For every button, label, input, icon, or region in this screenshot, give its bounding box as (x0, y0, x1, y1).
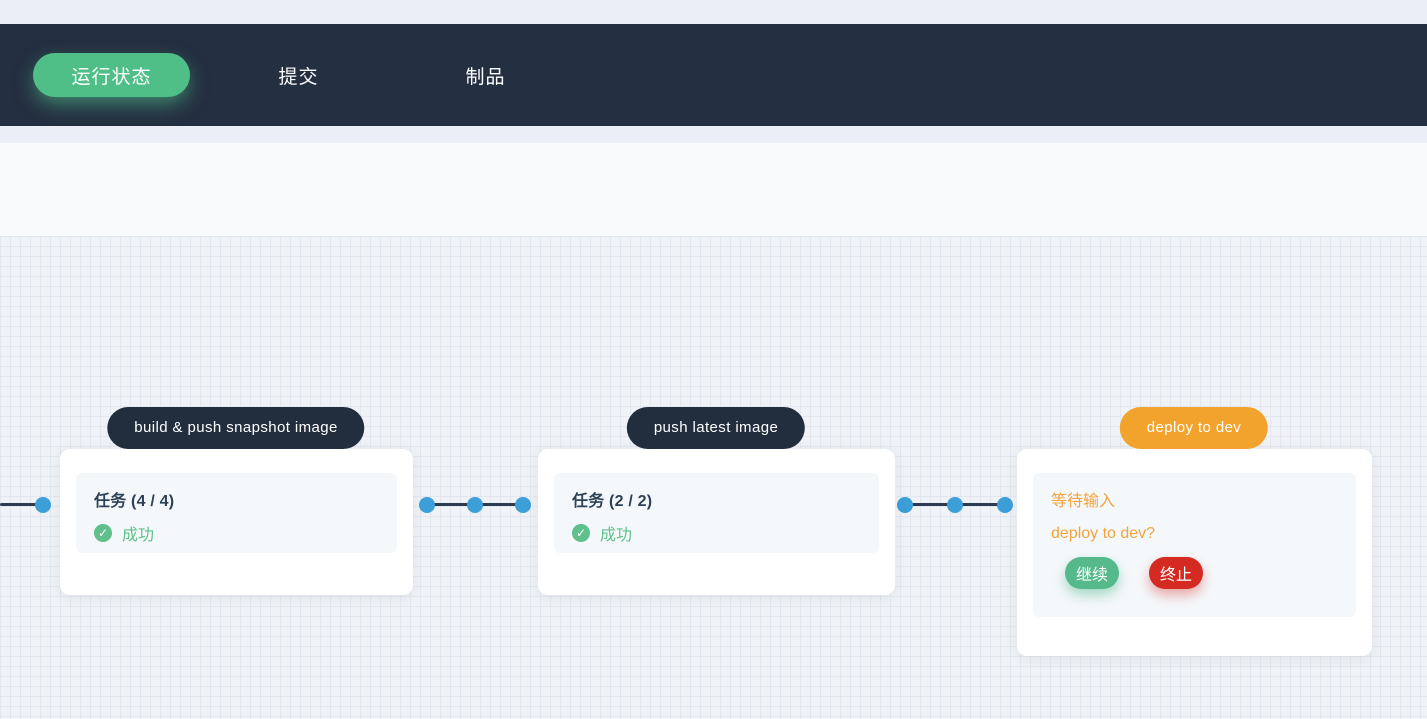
tab-artifacts[interactable]: 制品 (465, 66, 506, 88)
sub-strip (0, 126, 1427, 143)
toolbar-band (0, 143, 1427, 236)
connector-dot (947, 497, 963, 513)
status-text: 成功 (600, 527, 633, 544)
stage-name-label: push latest image (626, 407, 806, 449)
task-summary-panel[interactable]: 任务 (2 / 2) ✓ 成功 (554, 473, 879, 553)
stage-card-push-latest: 任务 (2 / 2) ✓ 成功 (538, 449, 895, 595)
connector-dot (35, 497, 51, 513)
tab-commits[interactable]: 提交 (278, 66, 319, 88)
stage-name-label: build & push snapshot image (107, 407, 365, 449)
status-row: ✓ 成功 (94, 521, 379, 545)
tab-run-status[interactable]: 运行状态 (33, 53, 190, 97)
task-count-title: 任务 (2 / 2) (572, 493, 653, 510)
pipeline-canvas: build & push snapshot image 任务 (4 / 4) ✓… (0, 236, 1427, 719)
connector-dot (897, 497, 913, 513)
connector-dot (419, 497, 435, 513)
task-count-title: 任务 (4 / 4) (94, 493, 175, 510)
reject-button[interactable]: 终止 (1149, 557, 1204, 589)
success-check-icon: ✓ (572, 524, 590, 542)
stage-name-label: deploy to dev (1119, 407, 1269, 449)
task-summary-panel[interactable]: 任务 (4 / 4) ✓ 成功 (76, 473, 397, 553)
top-strip (0, 0, 1427, 24)
stage-card-deploy-to-dev: 等待输入 deploy to dev? 继续 终止 (1017, 449, 1372, 656)
connector-line (0, 503, 44, 506)
approval-panel: 等待输入 deploy to dev? 继续 终止 (1033, 473, 1356, 617)
workflow-tabs-bar: 运行状态 提交 制品 (0, 24, 1427, 126)
approve-button[interactable]: 继续 (1065, 557, 1120, 589)
connector-dot (467, 497, 483, 513)
connector-dot (515, 497, 531, 513)
stage-card-build-push-snapshot: 任务 (4 / 4) ✓ 成功 (60, 449, 413, 595)
success-check-icon: ✓ (94, 524, 112, 542)
approval-actions: 继续 终止 (1065, 557, 1338, 589)
approval-prompt: deploy to dev? (1051, 525, 1156, 542)
connector-dot (997, 497, 1013, 513)
status-text: 成功 (122, 527, 155, 544)
status-row: ✓ 成功 (572, 521, 861, 545)
waiting-input-title: 等待输入 (1051, 493, 1116, 510)
